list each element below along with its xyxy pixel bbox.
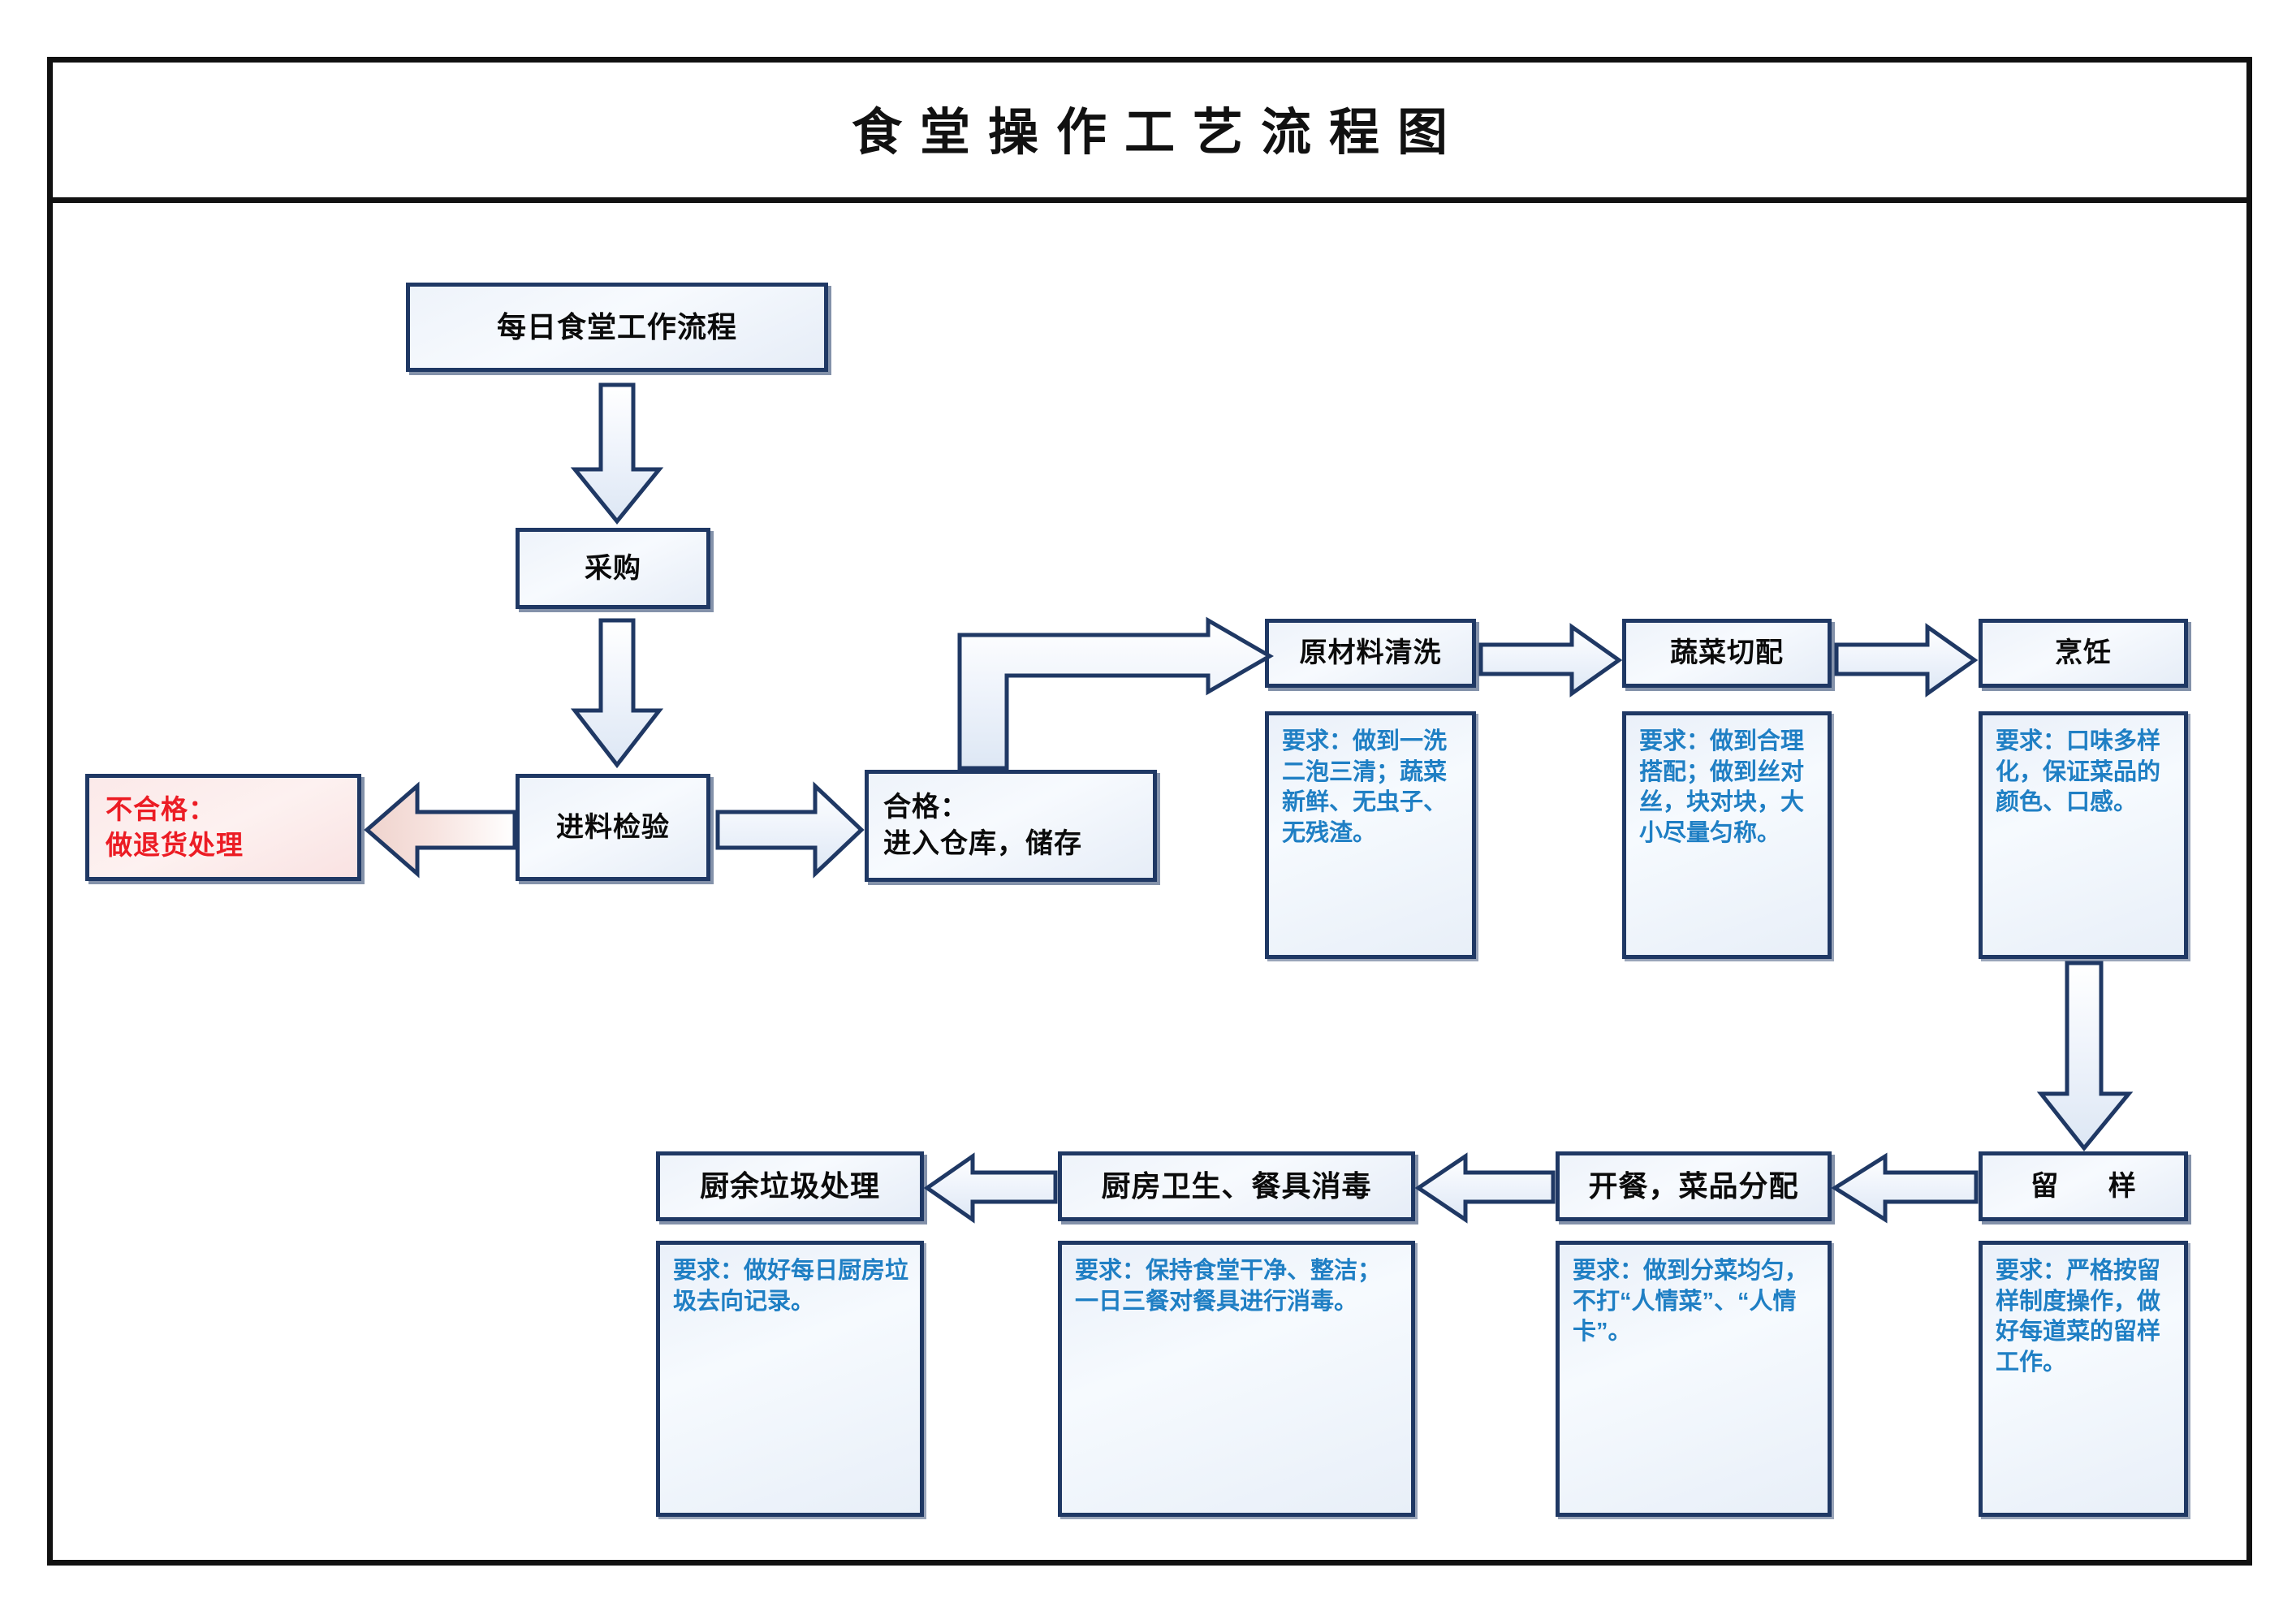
node-start[interactable]: 每日食堂工作流程 bbox=[406, 283, 828, 372]
arrow-sample-to-serve bbox=[1831, 1152, 1979, 1224]
arrow-hygiene-to-waste bbox=[923, 1152, 1059, 1224]
node-inspect[interactable]: 进料检验 bbox=[516, 774, 710, 881]
note-serve: 要求：做到分菜均匀，不打“人情菜”、“人情卡”。 bbox=[1556, 1241, 1832, 1517]
node-hygiene-label: 厨房卫生、餐具消毒 bbox=[1101, 1169, 1372, 1203]
node-pass-label: 合格： 进入仓库，储存 bbox=[883, 792, 1082, 859]
arrow-pass-to-wash bbox=[956, 616, 1274, 771]
note-hygiene-text: 要求：保持食堂干净、整洁；一日三餐对餐具进行消毒。 bbox=[1075, 1258, 1382, 1315]
node-reject[interactable]: 不合格： 做退货处理 bbox=[85, 774, 361, 881]
node-start-label: 每日食堂工作流程 bbox=[496, 310, 737, 344]
node-reject-label: 不合格： 做退货处理 bbox=[106, 794, 244, 860]
note-serve-text: 要求：做到分菜均匀，不打“人情菜”、“人情卡”。 bbox=[1573, 1258, 1809, 1345]
node-purchase-label: 采购 bbox=[585, 552, 641, 584]
note-cut: 要求：做到合理搭配；做到丝对丝，块对块，大小尽量匀称。 bbox=[1622, 711, 1832, 959]
arrow-inspect-to-reject bbox=[364, 781, 518, 879]
arrow-cut-to-cook bbox=[1833, 623, 1979, 698]
node-inspect-label: 进料检验 bbox=[556, 811, 670, 843]
note-hygiene: 要求：保持食堂干净、整洁；一日三餐对餐具进行消毒。 bbox=[1058, 1241, 1415, 1517]
arrow-start-to-purchase bbox=[568, 382, 666, 528]
node-sample[interactable]: 留 样 bbox=[1979, 1151, 2188, 1221]
note-waste: 要求：做好每日厨房垃圾去向记录。 bbox=[656, 1241, 924, 1517]
note-waste-text: 要求：做好每日厨房垃圾去向记录。 bbox=[673, 1258, 909, 1315]
node-serve-label: 开餐，菜品分配 bbox=[1588, 1169, 1799, 1203]
page-title: 食堂操作工艺流程图 bbox=[851, 104, 1465, 161]
node-hygiene[interactable]: 厨房卫生、餐具消毒 bbox=[1058, 1151, 1415, 1221]
note-sample-text: 要求：严格按留样制度操作，做好每道菜的留样工作。 bbox=[1996, 1258, 2161, 1376]
node-cut[interactable]: 蔬菜切配 bbox=[1622, 619, 1832, 688]
node-cook[interactable]: 烹饪 bbox=[1979, 619, 2188, 688]
note-sample: 要求：严格按留样制度操作，做好每道菜的留样工作。 bbox=[1979, 1241, 2188, 1517]
node-wash[interactable]: 原材料清洗 bbox=[1265, 619, 1476, 688]
arrow-wash-to-cut bbox=[1478, 623, 1623, 698]
note-wash: 要求：做到一洗二泡三清；蔬菜新鲜、无虫子、无残渣。 bbox=[1265, 711, 1476, 959]
arrow-purchase-to-inspect bbox=[568, 617, 666, 771]
note-cut-text: 要求：做到合理搭配；做到丝对丝，块对块，大小尽量匀称。 bbox=[1639, 728, 1805, 847]
node-purchase[interactable]: 采购 bbox=[516, 528, 710, 609]
node-wash-label: 原材料清洗 bbox=[1299, 637, 1442, 669]
arrow-cook-to-sample bbox=[2036, 960, 2134, 1153]
node-pass[interactable]: 合格： 进入仓库，储存 bbox=[865, 770, 1157, 882]
node-waste-label: 厨余垃圾处理 bbox=[699, 1169, 880, 1203]
note-cook: 要求：口味多样化，保证菜品的颜色、口感。 bbox=[1979, 711, 2188, 959]
node-sample-label: 留 样 bbox=[2031, 1170, 2157, 1202]
note-cook-text: 要求：口味多样化，保证菜品的颜色、口感。 bbox=[1996, 728, 2161, 816]
arrow-inspect-to-pass bbox=[714, 781, 865, 879]
node-waste[interactable]: 厨余垃圾处理 bbox=[656, 1151, 924, 1221]
node-serve[interactable]: 开餐，菜品分配 bbox=[1556, 1151, 1832, 1221]
title-band: 食堂操作工艺流程图 bbox=[47, 57, 2252, 203]
arrow-serve-to-hygiene bbox=[1414, 1152, 1556, 1224]
node-cook-label: 烹饪 bbox=[2055, 637, 2112, 669]
node-cut-label: 蔬菜切配 bbox=[1670, 637, 1784, 669]
note-wash-text: 要求：做到一洗二泡三清；蔬菜新鲜、无虫子、无残渣。 bbox=[1282, 728, 1448, 847]
